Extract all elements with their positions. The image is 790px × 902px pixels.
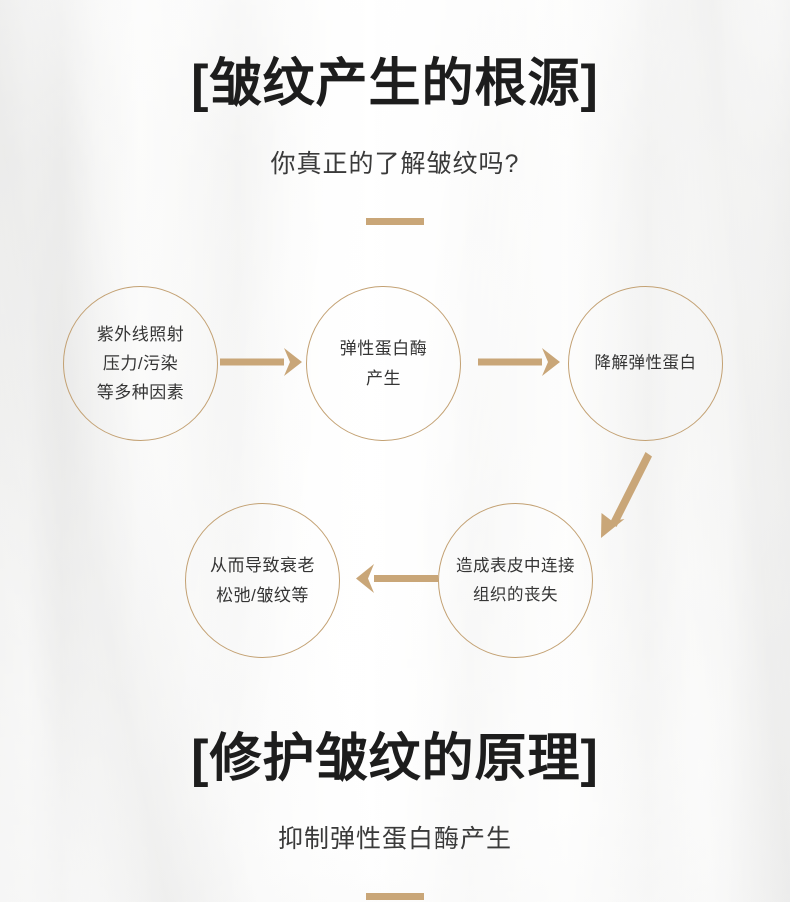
flow-node-tissue-loss-label: 造成表皮中连接 组织的丧失 (456, 557, 575, 604)
arrow-cause-to-enzyme (220, 348, 302, 376)
arrow-enzyme-to-degradation (478, 348, 560, 376)
arrow-degradation-to-tissue-loss (601, 452, 652, 538)
flow-node-degradation: 降解弹性蛋白 (568, 286, 723, 441)
flow-node-tissue-loss: 造成表皮中连接 组织的丧失 (438, 503, 593, 658)
flow-node-aging-label: 从而导致衰老 松弛/皱纹等 (210, 556, 315, 605)
flow-node-cause: 紫外线照射 压力/污染 等多种因素 (63, 286, 218, 441)
flow-node-cause-label: 紫外线照射 压力/污染 等多种因素 (96, 324, 185, 403)
bottom-heading-subtitle: 抑制弹性蛋白酶产生 (277, 825, 512, 853)
arrow-tissue-loss-to-aging (356, 564, 438, 593)
flow-node-aging: 从而导致衰老 松弛/皱纹等 (185, 503, 340, 658)
flow-node-enzyme: 弹性蛋白酶 产生 (306, 286, 461, 441)
flow-node-degradation-label: 降解弹性蛋白 (594, 354, 697, 373)
bottom-heading-section: [修护皱纹的原理] 抑制弹性蛋白酶产生 (0, 733, 790, 900)
bottom-heading-divider (366, 893, 424, 900)
bottom-heading-title: [修护皱纹的原理] (191, 730, 599, 788)
flow-node-enzyme-label: 弹性蛋白酶 产生 (339, 339, 428, 388)
